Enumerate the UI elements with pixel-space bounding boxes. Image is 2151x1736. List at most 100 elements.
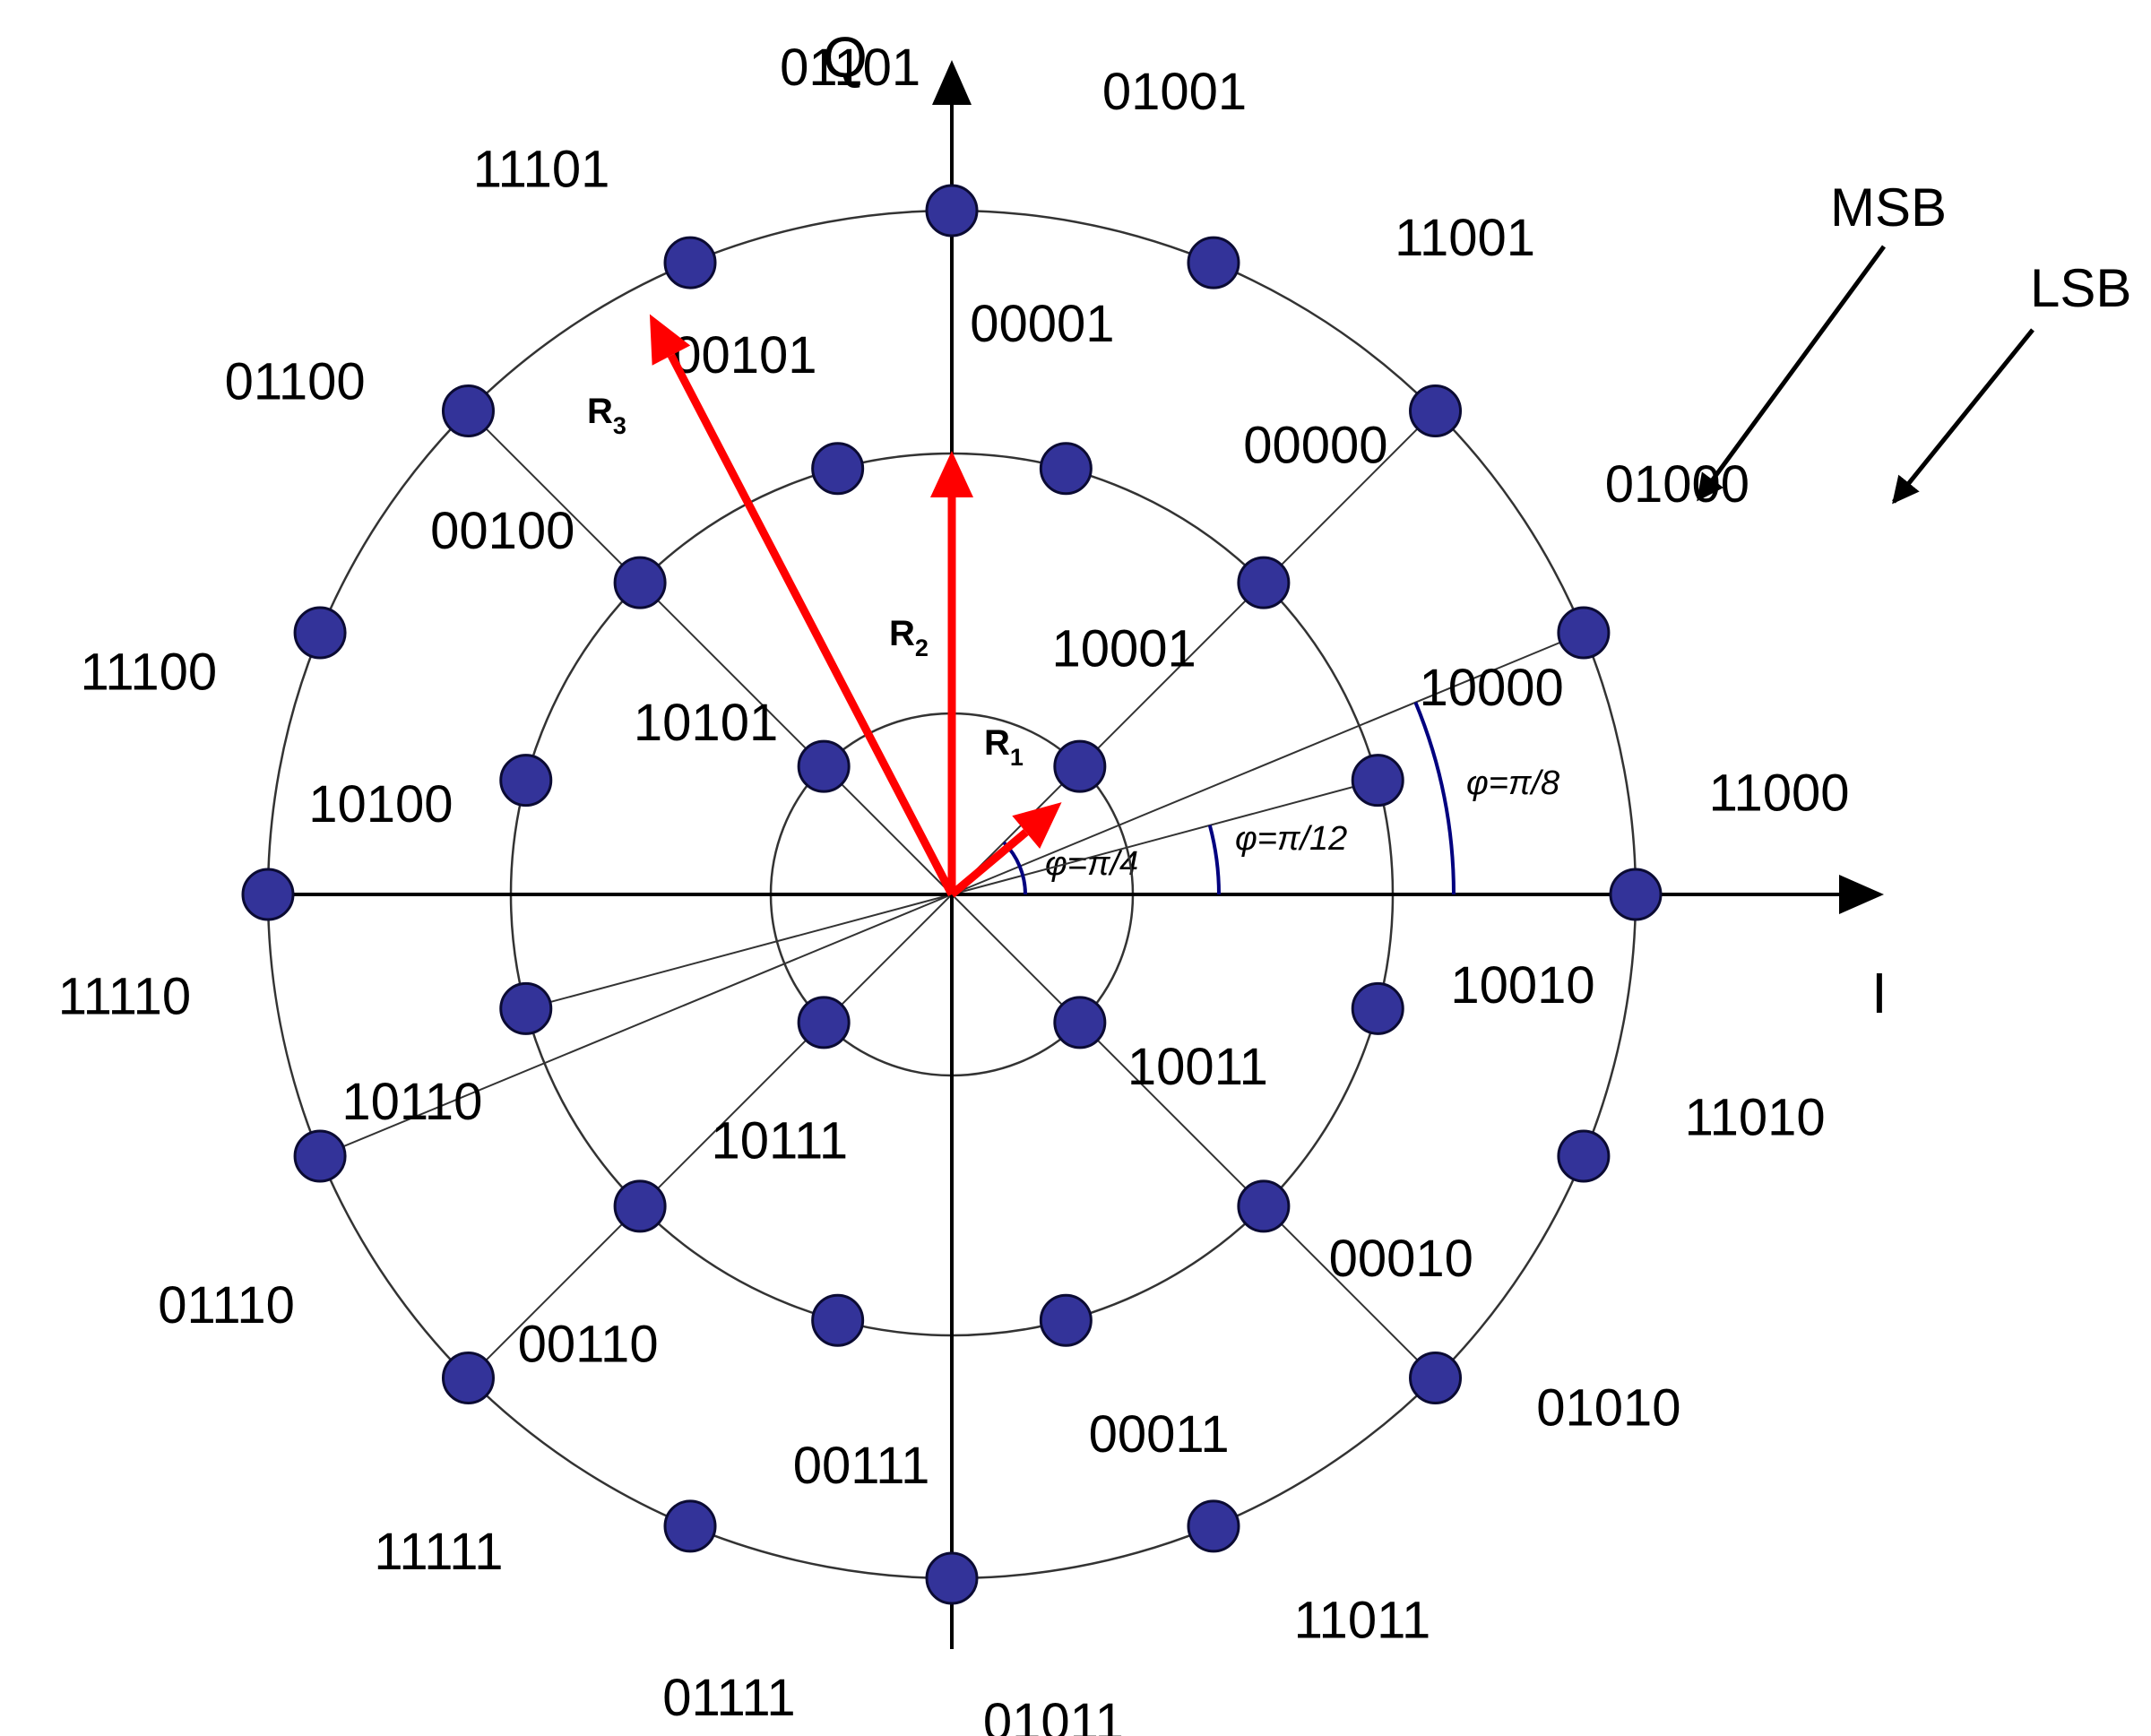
diagonal-spoke-line [951, 894, 1437, 1379]
middle-ring-point [811, 1293, 865, 1347]
radius-vector-r3-shaft [667, 353, 955, 897]
constellation-points [241, 184, 1663, 1605]
middle-ring-code-label: 00100 [430, 502, 574, 560]
outer-ring-point [241, 868, 295, 921]
i-axis-arrowhead [1839, 875, 1884, 914]
outer-ring-point [663, 1499, 717, 1553]
middle-ring-point [499, 754, 553, 808]
radius-label-r2-sub: 2 [915, 635, 929, 661]
msb-pointer-arrow [1696, 245, 1887, 502]
outer-ring-code-label: 11011 [1294, 1591, 1431, 1649]
radius-vector-r2-head [930, 451, 973, 497]
inner-ring-point [797, 739, 851, 793]
outer-ring-point [1609, 868, 1663, 921]
inner-ring-point [797, 996, 851, 1049]
outer-ring-code-label: 11000 [1709, 764, 1850, 823]
inner-ring-point [1053, 996, 1107, 1049]
radius-vector-r3-head [649, 314, 691, 366]
outer-ring-code-label: 11010 [1685, 1089, 1826, 1147]
middle-ring-code-label: 10110 [341, 1073, 482, 1131]
outer-ring-point [293, 1129, 347, 1183]
radius-label-r1-sub: 1 [1010, 744, 1024, 771]
middle-ring-point [613, 556, 667, 609]
outer-ring-point [1409, 384, 1463, 437]
middle-ring-point [1039, 442, 1093, 496]
inner-ring-code-label: 10111 [712, 1111, 849, 1170]
angle-reference-line [525, 894, 953, 1010]
inner-ring-code-label: 10001 [1051, 620, 1196, 678]
middle-ring-point [811, 442, 865, 496]
inner-ring-point [1053, 739, 1107, 793]
middle-ring-code-label: 00011 [1089, 1405, 1230, 1464]
middle-ring-point [1039, 1293, 1093, 1347]
angle-label-pi-4: φ=π/4 [1045, 845, 1138, 883]
angle-arc-pi-12 [1207, 825, 1221, 895]
diagonal-spoke-line [467, 410, 953, 895]
middle-ring-point [1237, 1179, 1291, 1233]
angle-reference-line [951, 632, 1585, 895]
outer-ring-point [925, 184, 979, 238]
outer-ring-code-label: 11001 [1395, 209, 1535, 267]
outer-ring-point [1557, 606, 1611, 660]
radius-label-r3: R3 [587, 392, 626, 439]
angle-label-pi-8: φ=π/8 [1466, 764, 1559, 802]
outer-ring-point [663, 236, 717, 289]
outer-ring-point [441, 384, 495, 437]
lsb-label: LSB [2030, 258, 2131, 318]
middle-ring-code-label: 00111 [793, 1437, 930, 1495]
outer-ring-point [1187, 1499, 1240, 1553]
diagonal-spoke-line [467, 894, 953, 1379]
lsb-pointer-arrow [1892, 328, 2034, 505]
outer-ring-code-label: 01100 [225, 352, 366, 410]
middle-ring-point [1351, 754, 1404, 808]
outer-ring-point [293, 606, 347, 660]
outer-ring-code-label: 01110 [158, 1276, 295, 1334]
inner-ring-code-label: 10011 [1127, 1038, 1268, 1096]
outer-ring-point [1187, 236, 1240, 289]
middle-ring-code-label: 00110 [518, 1315, 659, 1373]
middle-ring-code-label: 00001 [970, 295, 1114, 353]
outer-ring-code-label: 11111 [374, 1523, 503, 1581]
outer-ring-code-label: 01010 [1536, 1379, 1680, 1438]
angle-reference-line [319, 894, 953, 1157]
middle-ring-code-label: 10000 [1420, 659, 1564, 717]
radius-label-r3-main: R [587, 392, 613, 431]
middle-ring-code-label: 00010 [1329, 1230, 1473, 1288]
outer-ring-point [441, 1352, 495, 1405]
i-axis-label: I [1871, 961, 1888, 1025]
inner-ring-code-label: 10101 [634, 694, 778, 752]
outer-ring-point [1557, 1129, 1611, 1183]
middle-ring-code-label: 10010 [1450, 956, 1594, 1015]
outer-ring-code-label: 01001 [1102, 63, 1247, 121]
outer-ring-code-label: 01111 [662, 1669, 795, 1727]
middle-ring-point [613, 1179, 667, 1233]
outer-ring-point [1409, 1352, 1463, 1405]
radius-label-r2: R2 [889, 614, 929, 661]
q-axis-arrowhead [932, 60, 972, 105]
radius-label-r2-main: R [889, 614, 915, 653]
radius-label-r1: R1 [984, 723, 1024, 771]
middle-ring-point [1351, 981, 1404, 1035]
radius-vector-r1-shaft [949, 829, 1029, 898]
outer-ring-code-label: 01011 [983, 1693, 1124, 1736]
middle-ring-point [1237, 556, 1291, 609]
outer-ring-code-label: 11101 [473, 141, 610, 199]
middle-ring-code-label: 10100 [308, 775, 453, 833]
middle-ring-code-label: 00101 [672, 326, 816, 384]
constellation-labels: 10001 10101 10111 10011 10000 00000 00001 00101… [58, 39, 1850, 1736]
radius-label-r1-main: R [984, 723, 1010, 763]
outer-ring-code-label: 11110 [58, 967, 191, 1025]
q-axis-label: Q [823, 25, 868, 90]
msb-label: MSB [1830, 177, 1947, 238]
outer-ring-point [925, 1551, 979, 1605]
angle-arc-pi-8 [1413, 701, 1456, 895]
angle-label-pi-12: φ=π/12 [1235, 820, 1347, 858]
middle-ring-code-label: 00000 [1243, 417, 1387, 475]
middle-ring-point [499, 981, 553, 1035]
outer-ring-code-label: 01101 [780, 39, 920, 97]
outer-ring-code-label: 11100 [80, 643, 217, 701]
outer-ring-code-label: 01000 [1605, 455, 1749, 514]
radius-vector-r1-head [1012, 802, 1062, 849]
